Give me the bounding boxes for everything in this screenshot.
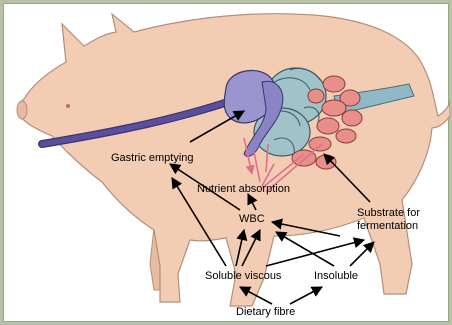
diagram-frame: Gastric emptying Nutrient absorption WBC… [3,3,449,322]
label-insoluble: Insoluble [314,270,358,282]
label-nutrient-absorption: Nutrient absorption [197,183,290,195]
pig-body [17,14,450,306]
label-wbc: WBC [239,213,265,225]
label-gastric-emptying: Gastric emptying [111,152,194,164]
label-substrate-line1: Substrate for [357,207,420,219]
label-dietary-fibre: Dietary fibre [236,306,295,318]
label-soluble-viscous: Soluble viscous [205,270,281,282]
label-substrate-line2: fermentation [357,220,418,232]
